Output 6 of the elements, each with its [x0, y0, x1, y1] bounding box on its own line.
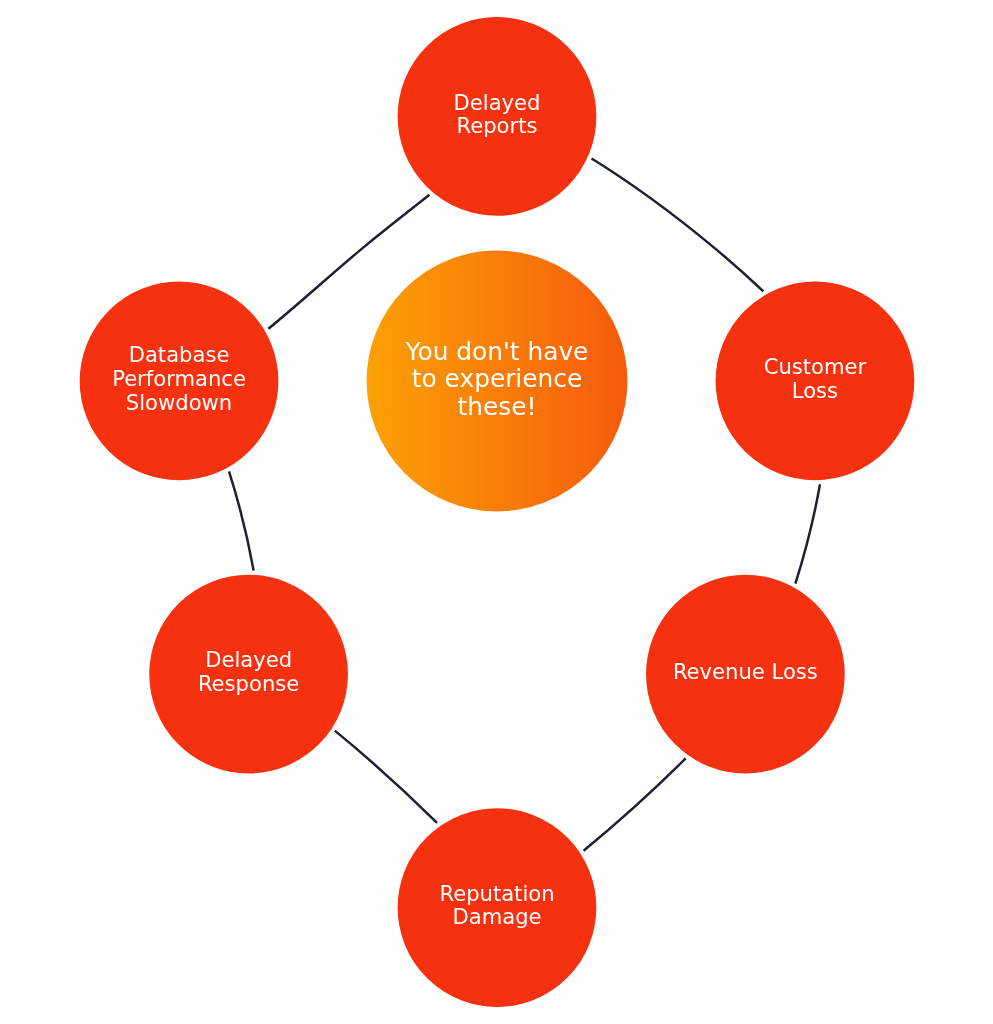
connector [590, 157, 764, 293]
connector [582, 757, 687, 852]
connector [793, 484, 821, 584]
connector [227, 471, 255, 571]
connector [333, 729, 438, 824]
connector [267, 193, 430, 330]
